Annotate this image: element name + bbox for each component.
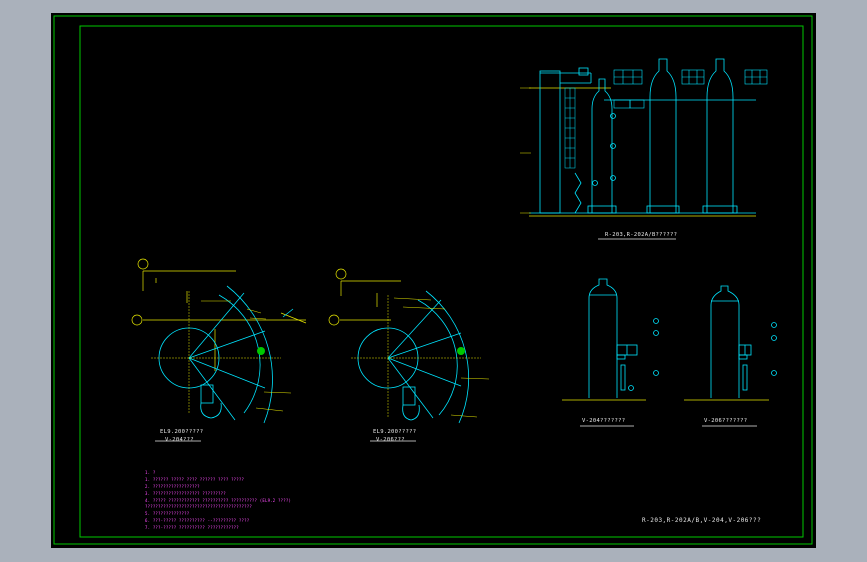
reactor-elevation-view [529, 58, 768, 217]
inner-frame [79, 25, 804, 538]
nozzle-marker [257, 347, 265, 355]
note-line: 1. ? [145, 470, 156, 475]
reactor-elevation-label: R-203,R-202A/B?????? [605, 232, 678, 238]
plan-left-label-1: EL9.200????? [160, 429, 204, 435]
v206-elevation-label: V-206??????? [704, 418, 748, 424]
drawing-canvas [53, 15, 813, 545]
note-line: 5. ?????????????? [145, 511, 190, 516]
outer-frame [53, 15, 813, 545]
cad-viewport[interactable]: R-203,R-202A/B?????? V-204??????? V-206?… [51, 13, 816, 548]
note-line: ????????????????????????????????????????… [145, 504, 252, 509]
reactor-dimension-ticks [520, 87, 531, 214]
note-line: 2. ?????????????????? [145, 484, 200, 489]
v204-elevation-view [562, 278, 659, 401]
note-line: 4. ????? ???????????? ?????????? ???????… [145, 498, 292, 503]
nozzle-marker [457, 347, 465, 355]
sheet-title: R-203,R-202A/B,V-204,V-206??? [642, 517, 762, 524]
plan-v204 [131, 258, 307, 442]
plan-left-label-2: V-204??? [165, 437, 194, 443]
note-line: 1. ?????? ????? ???? ?????? ???? ????? [145, 477, 245, 482]
note-line: 7. ???-????? ?????????? ???????????? [145, 525, 239, 530]
v204-elevation-label: V-204??????? [582, 418, 626, 424]
note-line: 6. ???-????? ?????????? --????????? ???? [145, 518, 250, 523]
plan-v206 [328, 268, 490, 442]
plan-right-label-2: V-206??? [376, 437, 405, 443]
note-line: 3. ?????????????????? ????????? [145, 491, 226, 496]
v206-elevation-view [684, 285, 777, 401]
plan-right-label-1: EL9.200????? [373, 429, 417, 435]
